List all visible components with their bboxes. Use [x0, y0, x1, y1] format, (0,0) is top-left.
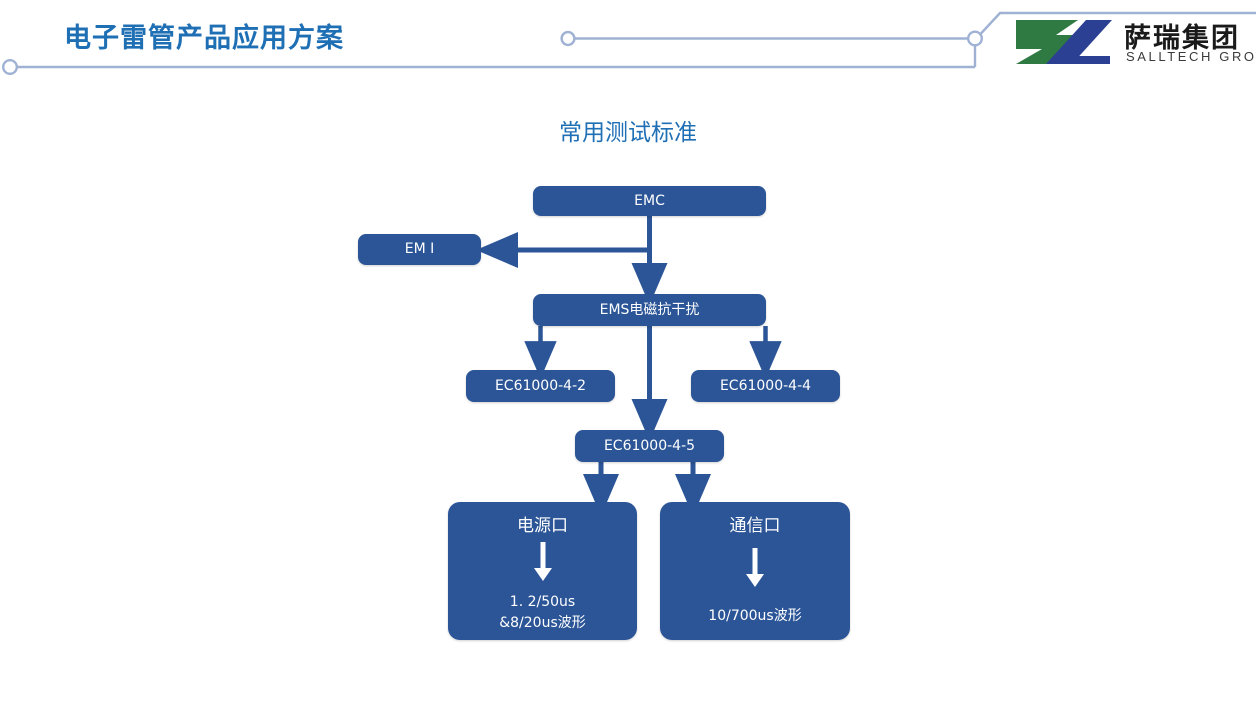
flow-node-emc[interactable]: EMC	[533, 186, 766, 216]
flow-node-comm-port[interactable]: 通信口 10/700us波形	[660, 502, 850, 640]
flow-node-iec61000-4-4-label: EC61000-4-4	[719, 377, 812, 394]
flow-node-iec61000-4-5-label: EC61000-4-5	[603, 437, 696, 454]
down-arrow-icon	[533, 542, 552, 582]
flow-node-ems[interactable]: EMS电磁抗干扰	[533, 294, 766, 326]
flow-node-power-port-heading: 电源口	[517, 516, 568, 536]
salltech-logo-icon	[1016, 20, 1112, 64]
flow-node-comm-port-line1: 10/700us波形	[708, 608, 802, 625]
flow-node-emi-label: EM I	[404, 241, 435, 258]
flow-node-iec61000-4-2[interactable]: EC61000-4-2	[466, 370, 615, 402]
flow-node-iec61000-4-4[interactable]: EC61000-4-4	[691, 370, 840, 402]
flow-node-iec61000-4-2-label: EC61000-4-2	[494, 377, 587, 394]
flow-node-power-port-line1: 1. 2/50us	[509, 594, 576, 611]
flow-node-iec61000-4-5[interactable]: EC61000-4-5	[575, 430, 724, 462]
flow-node-comm-port-heading: 通信口	[729, 516, 781, 536]
brand-logo: 萨瑞集团 SALLTECH GROUP	[1012, 16, 1256, 70]
flow-node-emc-label: EMC	[634, 192, 665, 209]
flow-node-emi[interactable]: EM I	[358, 234, 481, 265]
diagram-title: 常用测试标准	[559, 120, 697, 146]
flow-node-power-port[interactable]: 电源口 1. 2/50us &8/20us波形	[448, 502, 637, 640]
logo-name-en: SALLTECH GROUP	[1126, 49, 1256, 64]
flow-node-power-port-line2: &8/20us波形	[499, 614, 586, 631]
page-title: 电子雷管产品应用方案	[64, 23, 344, 53]
flow-node-ems-label: EMS电磁抗干扰	[599, 301, 700, 318]
down-arrow-icon	[746, 548, 764, 588]
logo-name-cn: 萨瑞集团	[1124, 23, 1240, 54]
